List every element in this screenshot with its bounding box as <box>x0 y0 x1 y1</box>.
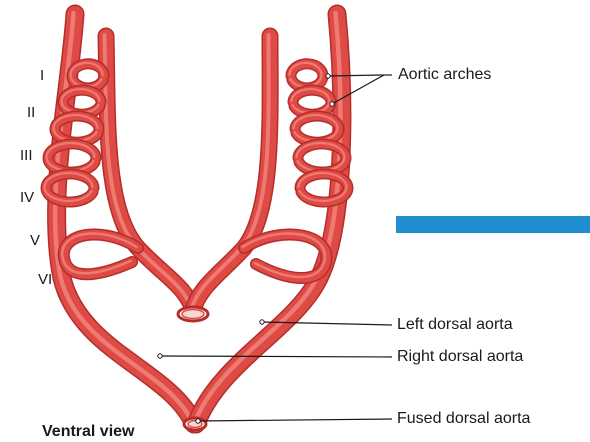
label-fused-dorsal-aorta: Fused dorsal aorta <box>397 411 530 427</box>
vessel-tree <box>45 13 348 430</box>
leader-dot-fused <box>196 419 200 423</box>
leader-dot-left-dorsal <box>260 320 264 324</box>
aortic-arch-left-3 <box>54 115 99 142</box>
arch-numeral-2: II <box>27 105 35 120</box>
blue-accent-bar <box>396 216 590 233</box>
leader-dot-right-dorsal <box>158 354 162 358</box>
aortic-arch-right-2 <box>292 89 331 114</box>
leader-dot-arch-2 <box>330 102 334 106</box>
arch-numeral-5: V <box>30 233 40 248</box>
leader-right-dorsal-aorta <box>160 356 392 357</box>
label-right-dorsal-aorta: Right dorsal aorta <box>397 349 523 365</box>
leader-dot-arch-1 <box>326 74 330 78</box>
aortic-arch-left-6 <box>62 234 138 275</box>
label-left-dorsal-aorta: Left dorsal aorta <box>397 317 513 333</box>
label-aortic-arches: Aortic arches <box>398 67 491 83</box>
aortic-arch-right-1 <box>289 63 322 88</box>
leader-fused-dorsal-aorta <box>198 419 392 421</box>
aortic-arch-left-2 <box>62 89 101 114</box>
fused-aorta-cut-end <box>184 418 206 430</box>
truncus-cut-end <box>178 307 208 321</box>
arch-numeral-1: I <box>40 68 44 83</box>
arch-numeral-6: VI <box>38 272 52 287</box>
label-ventral-view: Ventral view <box>42 424 135 440</box>
aortic-arch-right-6 <box>243 233 327 278</box>
aortic-arch-right-3 <box>294 115 339 142</box>
arch-numeral-3: III <box>20 148 33 163</box>
arch-numeral-4: IV <box>20 190 34 205</box>
aortic-arch-left-1 <box>71 63 104 88</box>
